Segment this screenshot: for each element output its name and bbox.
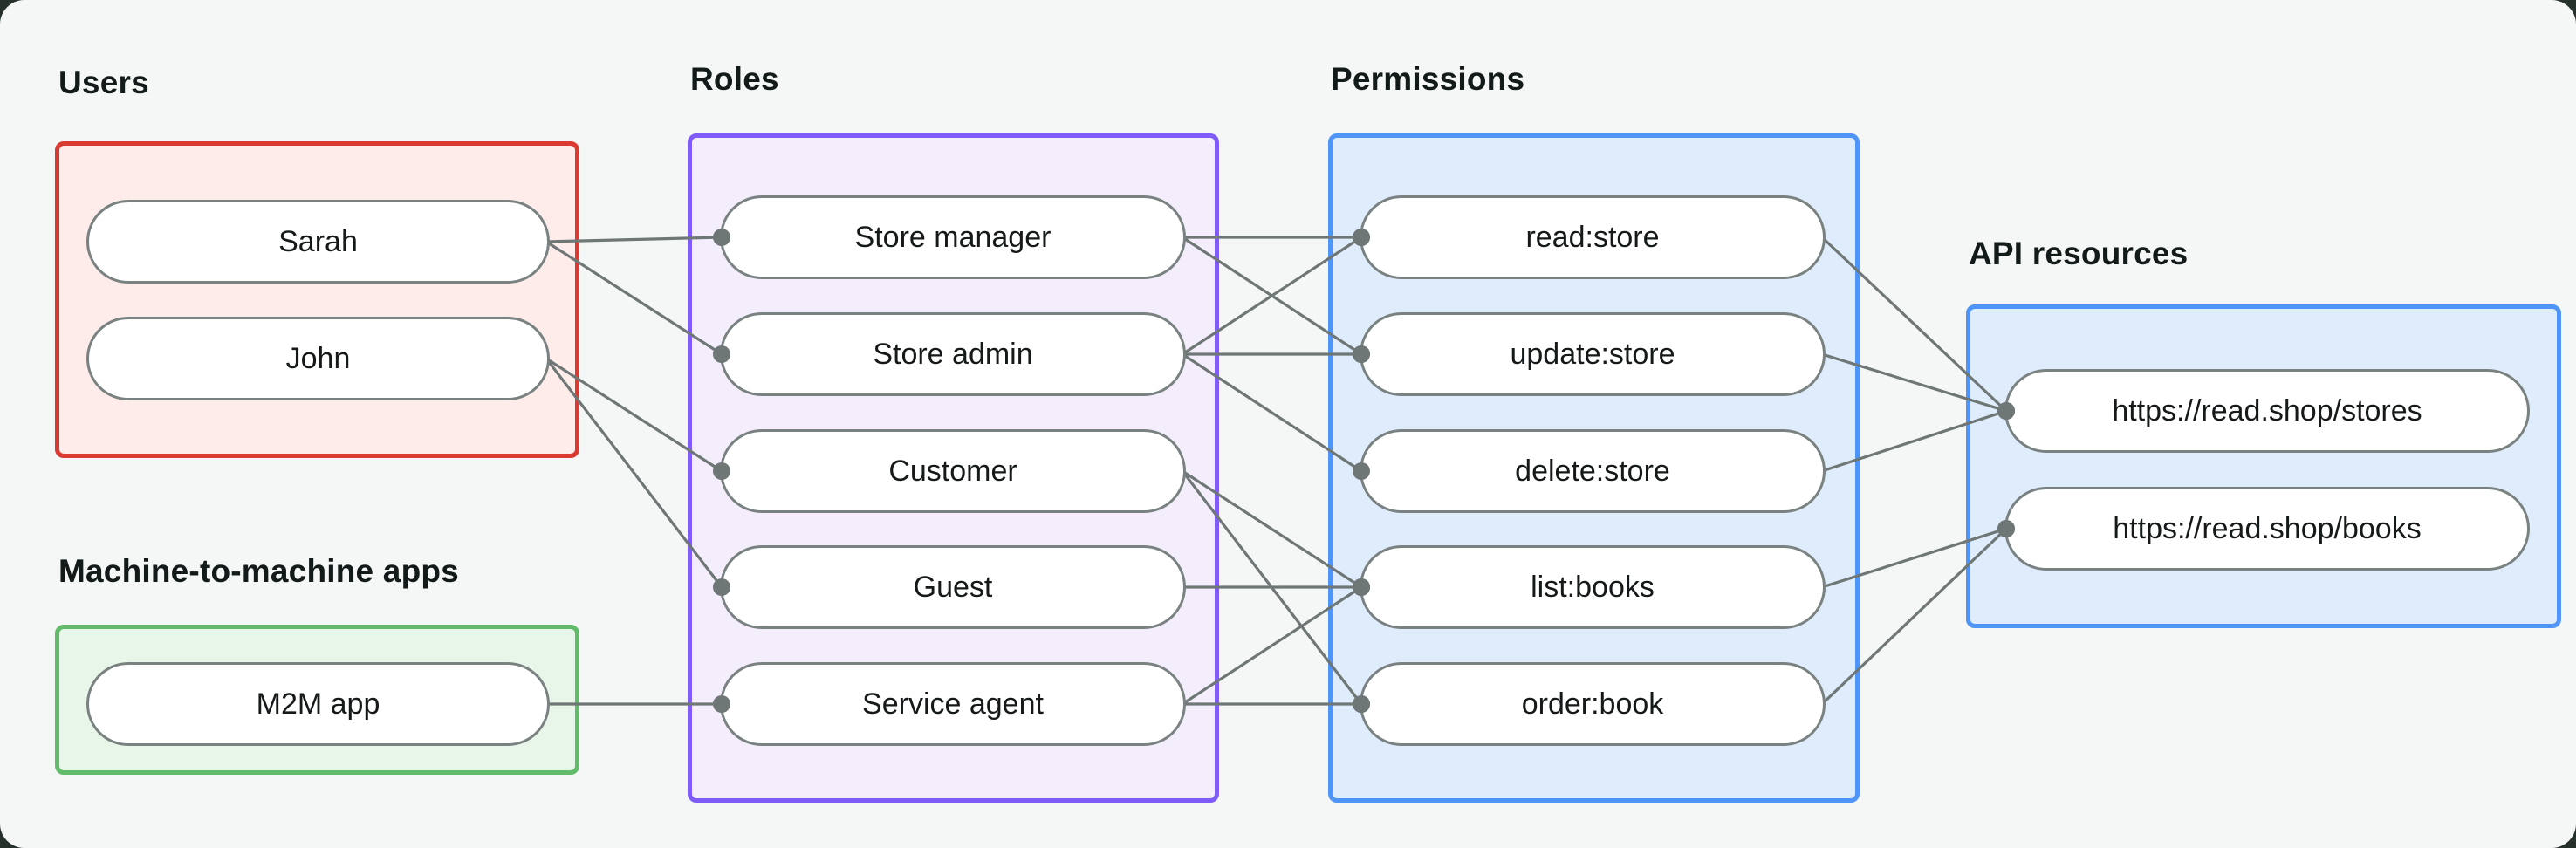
edge-order-book-to-books — [1820, 527, 2008, 706]
edge-store-admin-to-read-store — [1182, 236, 1362, 356]
edge-service-agent-to-list-books — [1182, 585, 1362, 706]
node-store-admin: Store admin — [720, 312, 1186, 396]
node-m2m-app: M2M app — [86, 662, 550, 746]
node-delete-store: delete:store — [1360, 429, 1826, 513]
group-label-permissions: Permissions — [1331, 61, 1525, 97]
edge-john-to-customer — [545, 357, 723, 473]
group-label-users: Users — [58, 65, 149, 100]
node-guest: Guest — [720, 545, 1186, 629]
node-customer: Customer — [720, 429, 1186, 513]
edge-list-books-to-books — [1821, 527, 2007, 589]
node-service-agent: Service agent — [720, 662, 1186, 746]
edge-store-admin-to-delete-store — [1182, 352, 1362, 473]
node-order-book: order:book — [1360, 662, 1826, 746]
node-stores: https://read.shop/stores — [2004, 369, 2530, 453]
node-list-books: list:books — [1360, 545, 1826, 629]
node-sarah: Sarah — [86, 200, 550, 284]
group-label-roles: Roles — [690, 61, 779, 97]
node-store-manager: Store manager — [720, 195, 1186, 279]
node-john: John — [86, 317, 550, 400]
edge-update-store-to-stores — [1821, 352, 2007, 413]
edge-read-store-to-stores — [1820, 236, 2008, 413]
group-label-m2m: Machine-to-machine apps — [58, 553, 459, 589]
edge-john-to-guest — [545, 358, 723, 588]
edge-customer-to-list-books — [1182, 469, 1362, 589]
node-books: https://read.shop/books — [2004, 487, 2530, 571]
edge-delete-store-to-stores — [1821, 409, 2007, 473]
group-box-api — [1966, 304, 2561, 628]
group-label-api: API resources — [1969, 236, 2189, 271]
group-box-users — [55, 141, 579, 458]
edge-sarah-to-store-manager — [545, 236, 723, 243]
node-update-store: update:store — [1360, 312, 1826, 396]
node-read-store: read:store — [1360, 195, 1826, 279]
edge-sarah-to-store-admin — [545, 240, 723, 356]
